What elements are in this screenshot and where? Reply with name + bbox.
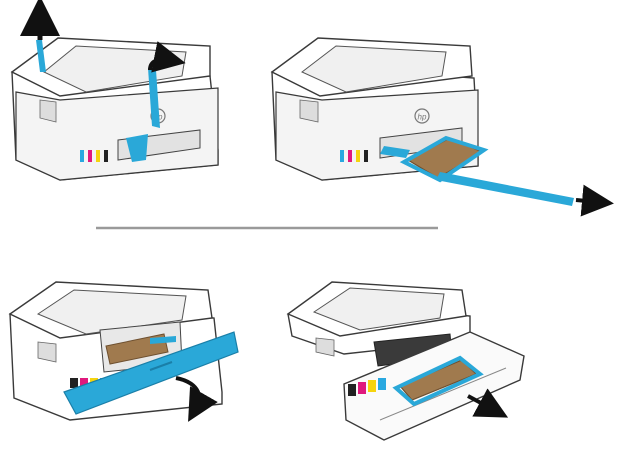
- printer-front-face: [15, 87, 219, 181]
- pull-out-arrow-icon: [467, 388, 509, 418]
- tape-pull-strip: [436, 172, 574, 206]
- tape-strip-front: [126, 134, 148, 162]
- scanner-glass: [36, 289, 187, 335]
- control-panel: [37, 341, 57, 363]
- scanner-glass: [301, 45, 447, 93]
- step-remove-cardboard-inside-panel: [286, 281, 525, 441]
- control-panel: [315, 337, 335, 357]
- tape-strip: [150, 336, 176, 344]
- door-handle: [149, 361, 173, 371]
- ink-tank-window: [80, 150, 108, 162]
- open-door-arrow-icon: [175, 376, 218, 422]
- pull-over-arrow-icon: [148, 41, 186, 73]
- step-remove-cardboard-output-panel: hp: [270, 37, 614, 217]
- front-door: [63, 331, 239, 415]
- svg-text:hp: hp: [418, 113, 427, 122]
- cardboard-tape: [392, 355, 484, 407]
- ink-tanks: [348, 378, 386, 396]
- tape-strip-side: [148, 68, 160, 128]
- hp-logo-icon: hp: [414, 108, 430, 124]
- control-panel: [39, 99, 57, 123]
- tape-strip-lid: [36, 40, 46, 72]
- ink-tank-window: [340, 150, 368, 162]
- tape-strip: [380, 146, 410, 158]
- scanner-glass: [312, 287, 445, 331]
- control-panel: [299, 99, 319, 123]
- cardboard-tape: [399, 135, 489, 183]
- step-open-front-door-panel: [8, 281, 239, 422]
- tray-inner-edge: [379, 367, 507, 421]
- step-remove-tape-panel: hp: [10, 0, 219, 181]
- pull-right-arrow-icon: [575, 184, 614, 217]
